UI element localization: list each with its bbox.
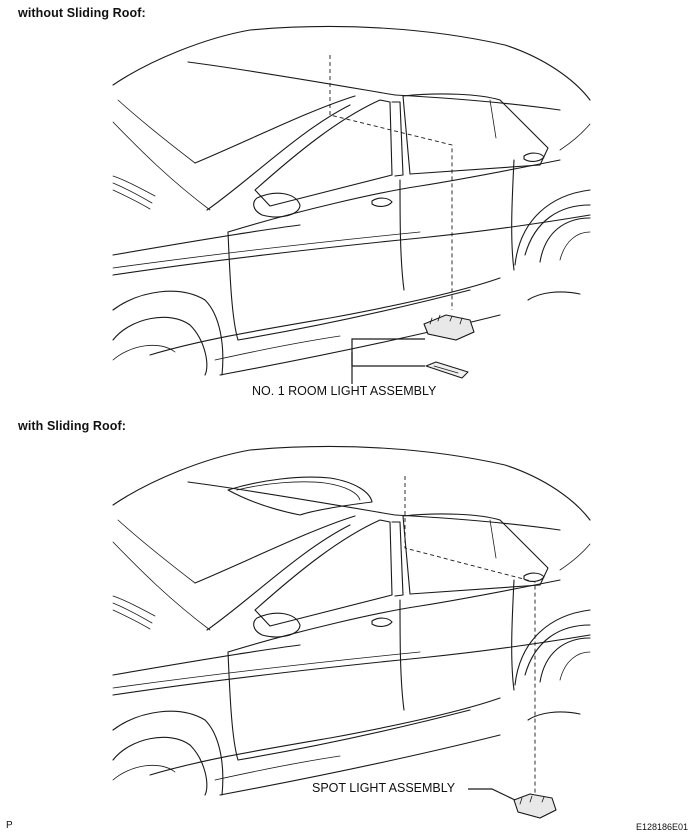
- top-section-heading: without Sliding Roof:: [18, 6, 146, 20]
- page-marker: P: [6, 820, 13, 831]
- spot-light-assembly-icon: [513, 793, 557, 819]
- spot-light-assembly-label: SPOT LIGHT ASSEMBLY: [312, 781, 456, 795]
- figure-code: E128186E01: [636, 822, 689, 832]
- room-light-assembly-label: NO. 1 ROOM LIGHT ASSEMBLY: [252, 384, 437, 398]
- room-light-assembly-icon: [423, 314, 475, 379]
- bottom-section-heading: with Sliding Roof:: [18, 419, 127, 433]
- sliding-roof-panel: [227, 476, 373, 516]
- car-illustration-top: [112, 25, 591, 384]
- car-illustration-bottom: [112, 445, 591, 796]
